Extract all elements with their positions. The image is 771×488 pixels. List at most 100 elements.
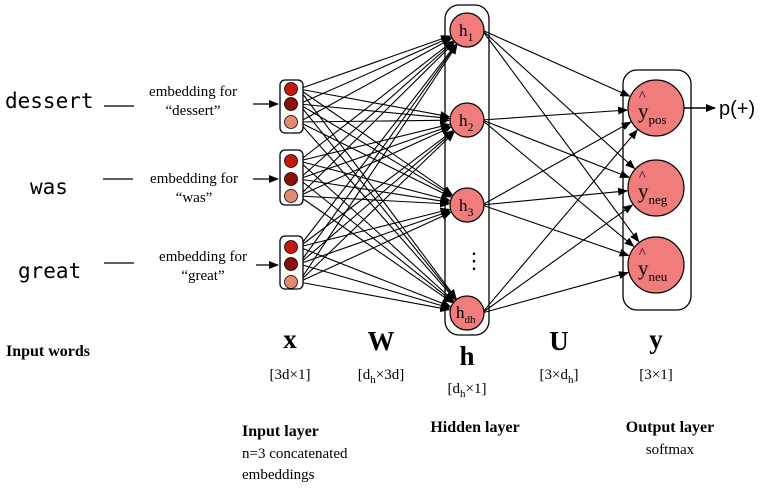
input-hidden-connection [298, 126, 452, 197]
input-hidden-connection [298, 40, 454, 162]
embedding-unit [284, 257, 298, 271]
hidden-output-connection [481, 119, 635, 248]
svg-text:hdh: hdh [456, 303, 476, 326]
embedding-label-great-line1: embedding for [159, 249, 247, 265]
svg-text:^: ^ [639, 89, 646, 104]
input-hidden-connection [298, 43, 457, 248]
output-layer-container [622, 69, 692, 311]
input-hidden-connection [298, 41, 455, 180]
input-hidden-connection [298, 246, 452, 307]
svg-text:h3: h3 [459, 196, 474, 219]
input-hidden-connection [298, 210, 451, 265]
hidden-output-connection [481, 204, 630, 257]
embedding-unit [284, 240, 298, 254]
hidden-output-connection [481, 271, 629, 314]
input-to-hidden-connections [298, 35, 458, 313]
input-hidden-connection [298, 116, 450, 125]
hidden-output-connection [481, 129, 638, 314]
hidden-node-h3: h3 [449, 187, 485, 223]
input-word-great: great [18, 259, 81, 283]
symbol-y: y [649, 324, 663, 354]
symbol-x: x [283, 324, 297, 354]
input-hidden-connection [298, 44, 458, 283]
hidden-output-connection [481, 121, 632, 206]
input-hidden-connection [298, 122, 451, 162]
input-hidden-connection [298, 43, 458, 265]
svg-text:^: ^ [639, 246, 646, 261]
input-hidden-connection [298, 103, 451, 122]
input-hidden-connection [298, 263, 451, 310]
caption-hidden-layer: Hidden layer [430, 419, 519, 436]
dim-x: [3d×1] [270, 367, 311, 383]
caption-input-layer: Input layer [242, 423, 319, 440]
svg-text:ypos: ypos [638, 99, 667, 127]
input-hidden-connection [298, 121, 452, 198]
input-hidden-connection [298, 88, 457, 300]
input-hidden-connection [298, 38, 453, 123]
caption-input-words: Input words [6, 343, 90, 360]
embedding-unit [284, 275, 298, 289]
input-hidden-connection [298, 41, 455, 197]
embedding-unit [284, 172, 298, 186]
embedding-label-dessert-line1: embedding for [149, 84, 237, 100]
embedding-unit [284, 82, 298, 96]
hidden-node-h2: h2 [449, 102, 485, 138]
dim-W: [dh×3d] [358, 367, 404, 386]
input-hidden-connection [298, 121, 456, 301]
hidden-ellipsis: ⋮ [463, 248, 485, 273]
embedding-unit [284, 189, 298, 203]
output-probability-label: p(+) [719, 98, 755, 120]
hidden-output-connection [481, 187, 629, 206]
dim-h: [dh×1] [448, 381, 487, 400]
dim-U: [3×dh] [540, 367, 579, 386]
embedding-unit [284, 97, 298, 111]
input-hidden-connection [298, 103, 457, 300]
embedding-units [284, 82, 298, 289]
svg-text:h2: h2 [459, 111, 474, 134]
dim-y: [3×1] [639, 367, 672, 383]
hidden-output-connection [481, 204, 634, 314]
svg-text:h1: h1 [459, 21, 474, 44]
input-hidden-connection [298, 131, 455, 265]
input-word-was: was [30, 175, 68, 199]
input-word-dessert: dessert [5, 89, 94, 113]
input-hidden-connection [298, 281, 451, 313]
hidden-output-connection [481, 106, 629, 121]
hidden-node-h1: h1 [449, 12, 485, 48]
embedding-label-was-line1: embedding for [150, 171, 238, 187]
caption-input-layer-line1: n=3 concatenated [242, 446, 348, 462]
embedding-unit [284, 115, 298, 129]
svg-text:yneu: yneu [638, 256, 668, 284]
embedding-label-was-line2: “was” [176, 190, 213, 206]
input-hidden-connection [298, 131, 455, 283]
caption-input-layer-line2: embeddings [242, 467, 315, 483]
input-hidden-connection [298, 36, 452, 105]
input-hidden-connection [298, 103, 453, 197]
hidden-output-connection [481, 29, 640, 243]
output-node-pos: ^ ypos [627, 79, 685, 137]
svg-text:yneg: yneg [638, 179, 668, 207]
hidden-layer-container [444, 4, 490, 336]
symbol-W: W [368, 326, 395, 356]
caption-output-layer: Output layer [626, 419, 714, 436]
hidden-output-connection [481, 29, 636, 170]
input-hidden-connection [298, 125, 451, 180]
output-node-neu: ^ yneu [627, 236, 685, 294]
embedding-unit [284, 154, 298, 168]
embedding-label-dessert-line2: “dessert” [166, 103, 221, 119]
input-hidden-connection [298, 178, 454, 303]
caption-output-softmax: softmax [646, 442, 695, 458]
output-node-neg: ^ yneg [627, 159, 685, 217]
input-hidden-connection [298, 160, 451, 202]
hidden-node-hdh: hdh [449, 295, 485, 331]
embedding-label-great-line2: “great” [181, 268, 224, 284]
hidden-output-connection [481, 29, 631, 97]
input-hidden-connection [298, 35, 451, 90]
input-hidden-connection [298, 207, 451, 248]
symbol-h: h [459, 341, 474, 371]
hidden-to-output-connections [481, 29, 640, 314]
input-hidden-connection [298, 212, 452, 283]
svg-text:^: ^ [639, 169, 646, 184]
symbol-U: U [549, 326, 569, 356]
